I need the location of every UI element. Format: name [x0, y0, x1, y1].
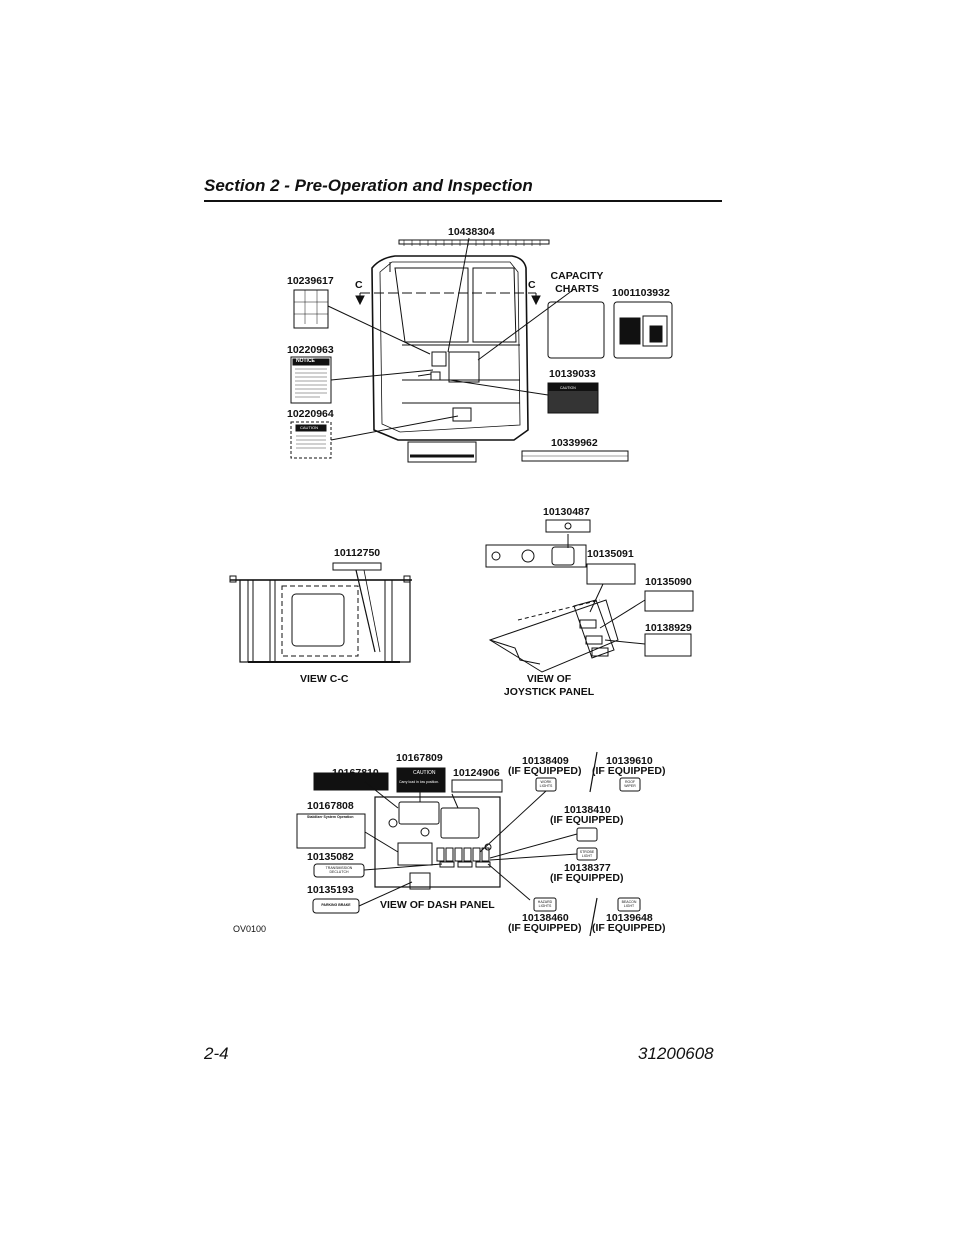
- part-10138409: 10138409: [522, 755, 569, 767]
- dash-caution-decal: [396, 767, 446, 793]
- document-number: 31200608: [638, 1044, 714, 1063]
- joy-panel-top: [485, 544, 587, 568]
- part-10135090: 10135090: [645, 576, 692, 588]
- part-10339962: 10339962: [551, 437, 598, 449]
- if-equipped-5: (IF EQUIPPED): [508, 922, 582, 934]
- dash-caution-text: Carry load in low position.: [399, 780, 440, 784]
- beacon-decal: [617, 897, 641, 912]
- capacity-chart-blank: [547, 301, 605, 359]
- if-equipped-2: (IF EQUIPPED): [592, 765, 666, 777]
- hazard-label: HAZARD LIGHTS: [537, 900, 553, 908]
- section-c-right: C: [528, 279, 536, 291]
- beacon-label: BEACON LIGHT: [621, 900, 637, 908]
- section-c-left: C: [355, 279, 363, 291]
- joy-decal-4: [644, 633, 692, 657]
- roof-wiper-label: ROOF WIPER: [624, 780, 636, 788]
- transmission-label: TRANSMISSION DECLUTCH: [325, 866, 353, 874]
- roof-wiper-decal: [619, 777, 641, 792]
- part-10112750: 10112750: [334, 547, 381, 559]
- part-10167808: 10167808: [307, 800, 354, 812]
- view-cc-title: VIEW C-C: [300, 673, 349, 685]
- part-10130487: 10130487: [543, 506, 590, 518]
- pictogram-decal: [293, 289, 329, 329]
- stabilizer-decal: [296, 813, 366, 849]
- if-equipped-4: (IF EQUIPPED): [550, 872, 624, 884]
- part-10139648: 10139648: [606, 912, 653, 924]
- if-equipped-6: (IF EQUIPPED): [592, 922, 666, 934]
- part-10220964: 10220964: [287, 408, 334, 420]
- joy-decal-3: [644, 590, 694, 612]
- joy-decal-2: [586, 563, 636, 585]
- parking-label: PARKING BRAKE: [321, 903, 351, 907]
- part-10167809: 10167809: [396, 752, 443, 764]
- notice-word: NOTICE: [296, 358, 315, 364]
- vcc-decal: [332, 562, 382, 571]
- part-1001103932: 1001103932: [612, 287, 670, 299]
- dash-title: VIEW OF DASH PANEL: [380, 899, 495, 911]
- cab-step: [407, 441, 477, 463]
- work-lights-label: WORK LIGHTS: [539, 780, 553, 788]
- part-10124906: 10124906: [453, 767, 500, 779]
- dash-panel: [374, 796, 501, 888]
- part-10135193: 10135193: [307, 884, 354, 896]
- capacity-charts-label: CAPACITY CHARTS: [550, 270, 604, 295]
- caution-word-left: CAUTION: [300, 425, 318, 430]
- svg-text:CAUTION: CAUTION: [560, 386, 576, 390]
- leader: [447, 237, 470, 353]
- strobe-label: STROBE LIGHT: [579, 850, 595, 858]
- switch-row: [436, 847, 490, 862]
- stabilizer-title: Stabilizer System Operation: [307, 815, 354, 819]
- part-10138460: 10138460: [522, 912, 569, 924]
- dash-decal-10124906: [451, 779, 503, 793]
- part-10138929: 10138929: [645, 622, 692, 634]
- part-10139033: 10139033: [549, 368, 596, 380]
- ruler-decal: [398, 239, 550, 245]
- if-equipped-1: (IF EQUIPPED): [508, 765, 582, 777]
- part-10135091: 10135091: [587, 548, 634, 560]
- if-equipped-3: (IF EQUIPPED): [550, 814, 624, 826]
- part-10220963: 10220963: [287, 344, 334, 356]
- section-title: Section 2 - Pre-Operation and Inspection: [204, 176, 533, 195]
- ruler-ticks: [403, 240, 541, 246]
- cab-outline: [371, 255, 529, 441]
- hazard-decal: [533, 897, 557, 912]
- part-10138410: 10138410: [564, 804, 611, 816]
- capacity-chart-decal: [613, 301, 673, 359]
- part-10239617: 10239617: [287, 275, 334, 287]
- page-number: 2-4: [204, 1044, 229, 1063]
- part-10438304: 10438304: [448, 226, 495, 238]
- joystick-title: VIEW OF JOYSTICK PANEL: [503, 673, 595, 698]
- dash-caution-word: CAUTION: [413, 770, 436, 776]
- joy-decal-1: [545, 519, 591, 533]
- title-rule: [204, 200, 722, 202]
- figure-code: OV0100: [233, 924, 267, 934]
- part-10138377: 10138377: [564, 862, 611, 874]
- part-10167810: 10167810: [332, 767, 379, 779]
- part-10135082: 10135082: [307, 851, 354, 863]
- declutch-decal: [313, 863, 365, 878]
- part-10139610: 10139610: [606, 755, 653, 767]
